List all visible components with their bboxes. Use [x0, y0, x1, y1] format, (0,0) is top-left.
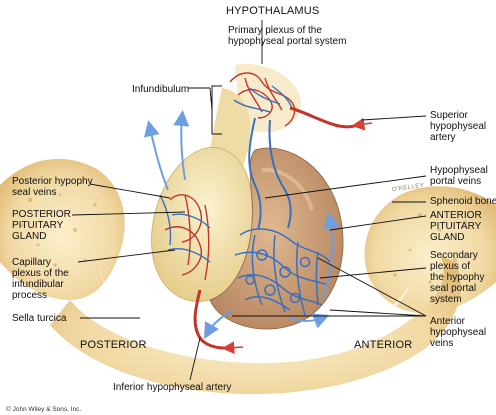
label-infundibulum: Infundibulum: [132, 84, 189, 95]
label-posterior-gland: POSTERIOR PITUITARY GLAND: [12, 209, 71, 242]
superior-artery: [290, 108, 358, 127]
inferior-artery-arrow: [228, 347, 243, 348]
label-anterior-veins: Anterior hypophyseal veins: [430, 316, 486, 349]
copyright-text: © John Wiley & Sons, Inc.: [6, 406, 81, 413]
label-sphenoid: Sphenoid bone: [430, 196, 496, 207]
superior-artery-arrow: [358, 123, 372, 125]
label-sella: Sella turcica: [12, 313, 66, 324]
label-superior-artery: Superior hypophyseal artery: [430, 110, 486, 143]
label-primary-plexus: Primary plexus of the hypophyseal portal…: [228, 25, 346, 47]
label-anterior: ANTERIOR: [354, 340, 412, 351]
label-portal-veins: Hypophyseal portal veins: [430, 165, 488, 187]
label-posterior-veins: Posterior hypophy seal veins: [12, 176, 93, 198]
label-inferior-artery: Inferior hypophyseal artery: [113, 382, 231, 393]
label-capillary-plexus: Capillary plexus of the infundibular pro…: [12, 257, 69, 301]
label-secondary-plexus: Secondary plexus of the hypophy seal por…: [430, 250, 485, 305]
label-hypothalamus: HYPOTHALAMUS: [226, 6, 319, 17]
label-posterior: POSTERIOR: [80, 340, 147, 351]
label-anterior-gland: ANTERIOR PITUITARY GLAND: [430, 210, 482, 243]
